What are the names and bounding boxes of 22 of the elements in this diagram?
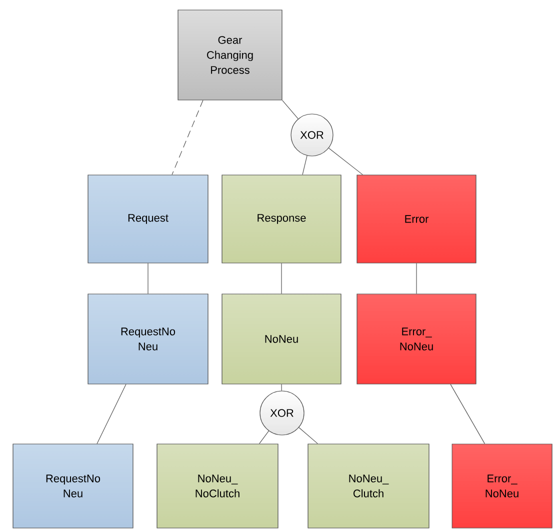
connector [96, 384, 126, 444]
process-box: RequestNo Neu [12, 444, 134, 528]
process-box: Error_ NoNeu [452, 444, 552, 528]
connector [281, 384, 282, 391]
process-box: Gear Changing Process [178, 10, 282, 100]
connector [298, 427, 318, 444]
connector [328, 148, 363, 175]
process-box: Request [88, 174, 208, 264]
process-box: RequestNo Neu [88, 294, 208, 384]
connector [416, 263, 417, 294]
process-box: Error [356, 174, 476, 264]
connector [450, 384, 485, 444]
connector [302, 155, 308, 175]
connector [281, 263, 282, 294]
connector [282, 100, 298, 120]
process-box: Response [222, 174, 342, 264]
process-box: Error_ NoNeu [356, 294, 476, 384]
process-box: NoNeu_ NoClutch [156, 444, 278, 528]
dashed-connector [172, 100, 204, 175]
process-box: NoNeu [222, 294, 342, 384]
process-box: NoNeu_ Clutch [308, 444, 430, 528]
connector [259, 430, 270, 444]
